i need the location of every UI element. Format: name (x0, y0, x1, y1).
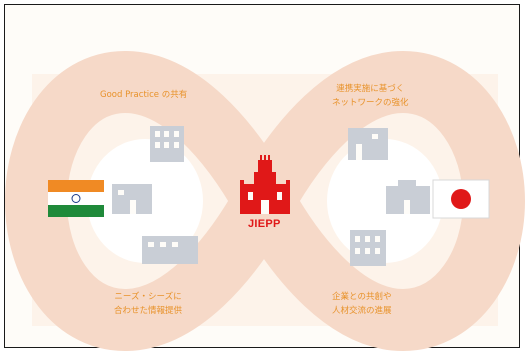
building-icon-top-right (348, 128, 388, 160)
label-network-strengthening: 連携実施に基づく ネットワークの強化 (332, 82, 409, 110)
building-icon-small-right (386, 180, 430, 214)
label-good-practice: Good Practice の共有 (100, 90, 188, 100)
label-line: ニーズ・シーズに (114, 292, 182, 302)
label-line: 企業との共創や (332, 292, 392, 302)
label-line: 連携実施に基づく (336, 84, 405, 94)
jiepp-label: JIEPP (248, 218, 281, 230)
building-icon-small-left (112, 184, 152, 214)
building-icon-tall-right (350, 230, 386, 266)
india-flag-icon (48, 180, 104, 217)
label-line: ネットワークの強化 (332, 98, 409, 108)
building-icon-wide-left (142, 236, 198, 264)
label-line: 合わせた情報提供 (114, 306, 183, 316)
label-co-creation: 企業との共創や 人材交流の進展 (332, 290, 392, 318)
jiepp-tower-icon (240, 155, 290, 214)
building-icon-tall-left (150, 126, 184, 162)
label-line: 人材交流の進展 (332, 306, 392, 316)
japan-flag-icon (432, 179, 490, 219)
label-information-provision: ニーズ・シーズに 合わせた情報提供 (114, 290, 182, 318)
